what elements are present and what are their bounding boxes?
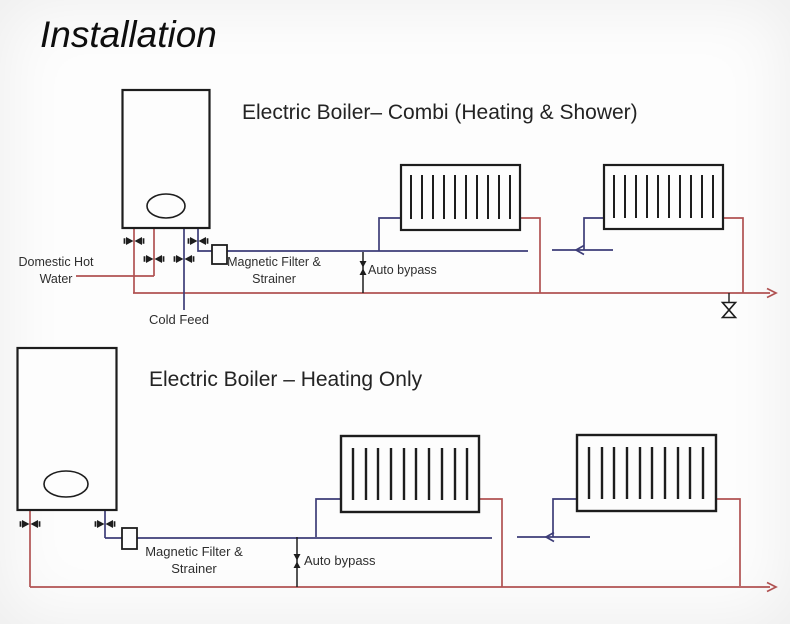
filter-label-line1: Magnetic Filter & — [145, 544, 243, 559]
combi-flow-arrow-right-icon — [766, 287, 778, 299]
filter-label-line2: Strainer — [252, 271, 296, 286]
combi-diagram-title: Electric Boiler– Combi (Heating & Shower… — [242, 101, 638, 124]
diagram-combi — [76, 88, 778, 319]
valve-icon — [187, 237, 209, 245]
heating-hot-pipes — [29, 498, 770, 588]
heating-magnetic-filter-box — [121, 527, 138, 550]
combi-flow-arrow-left-icon — [574, 244, 585, 256]
combi-radiator-1 — [399, 163, 522, 232]
domestic-hot-water-label: Domestic Hot Water — [10, 254, 102, 287]
cold-feed-label: Cold Feed — [149, 312, 209, 327]
boiler-dial-icon — [43, 470, 89, 498]
combi-magnetic-filter-label: Magnetic Filter & Strainer — [226, 254, 322, 287]
combi-hot-pipes — [76, 217, 770, 294]
combi-radiator-2 — [602, 163, 725, 231]
diagram-heating-only — [16, 346, 778, 593]
heating-flow-arrow-left-icon — [544, 531, 555, 543]
boiler-dial-icon — [146, 193, 186, 219]
page-title: Installation — [40, 14, 217, 55]
heating-radiator-1 — [339, 434, 481, 514]
domestic-hot-water-line2: Water — [39, 271, 73, 286]
combi-auto-bypass-label: Auto bypass — [368, 263, 437, 277]
heating-flow-arrow-right-icon — [766, 581, 778, 593]
combi-isolation-valves — [123, 237, 209, 263]
combi-auto-bypass — [359, 252, 367, 293]
domestic-hot-water-line1: Domestic Hot — [18, 255, 94, 269]
heating-return-pipes — [104, 498, 590, 539]
bypass-valve-icon — [293, 554, 301, 568]
valve-icon — [123, 237, 145, 245]
filter-label-line1: Magnetic Filter & — [227, 255, 321, 269]
heating-isolation-valves — [19, 520, 116, 528]
heating-auto-bypass-label: Auto bypass — [304, 553, 376, 568]
valve-icon — [19, 520, 41, 528]
combi-magnetic-filter-box — [211, 244, 228, 265]
valve-icon — [143, 255, 165, 263]
filter-label-line2: Strainer — [171, 561, 217, 576]
heating-only-diagram-title: Electric Boiler – Heating Only — [149, 368, 423, 391]
combi-return-pipes — [183, 217, 613, 310]
heating-radiator-2 — [575, 433, 718, 513]
valve-icon — [173, 255, 195, 263]
drain-valve-icon — [720, 293, 738, 319]
heating-magnetic-filter-label: Magnetic Filter & Strainer — [136, 543, 252, 577]
valve-icon — [94, 520, 116, 528]
bypass-valve-icon — [359, 261, 367, 275]
heating-auto-bypass — [293, 537, 301, 587]
combi-boiler — [121, 88, 211, 230]
heating-boiler — [16, 346, 118, 512]
